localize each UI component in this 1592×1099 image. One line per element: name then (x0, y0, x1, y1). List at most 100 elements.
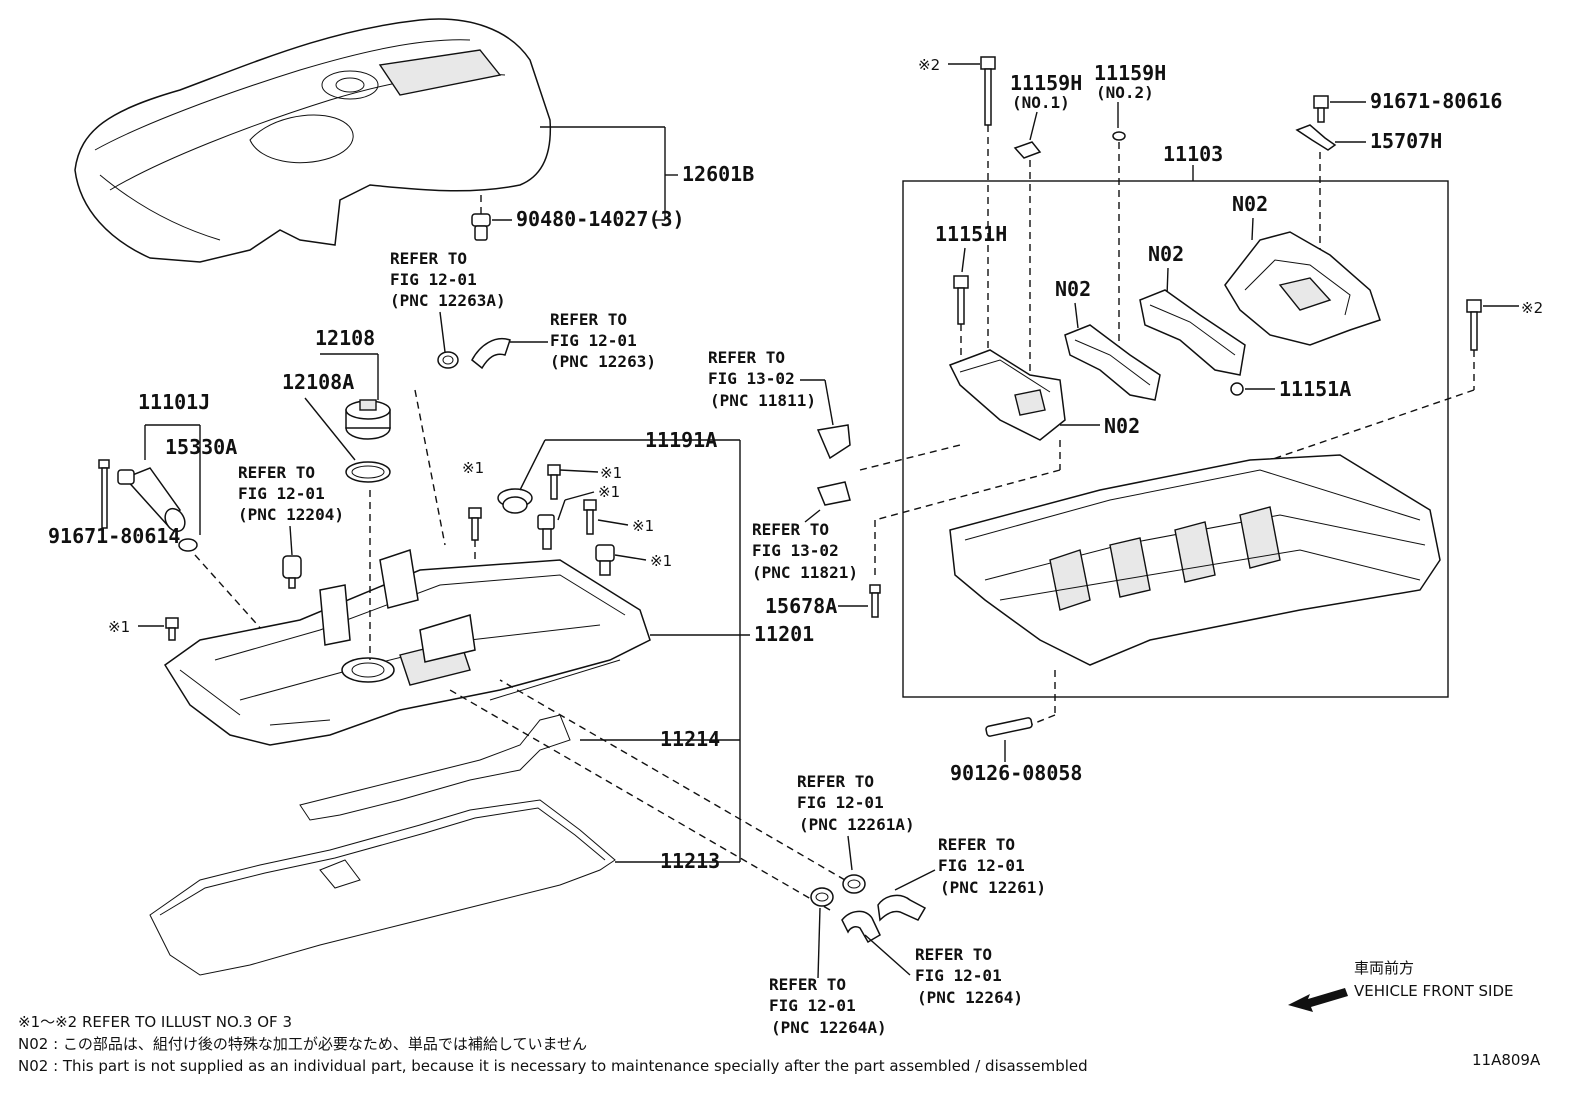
mark-1-b: ※1 (600, 464, 622, 482)
bearing-upper-icon (816, 424, 851, 460)
mark-1-c: ※1 (598, 483, 620, 501)
plug-15678a-icon (869, 584, 881, 618)
refer-12263-line1: REFER TO (550, 310, 627, 329)
refer-12264a-line3: (PNC 12264A) (771, 1018, 887, 1037)
gasket-11214-illustration (299, 714, 571, 821)
label-11159h-no1: 11159H (1010, 71, 1082, 95)
cylinder-head-cover-illustration (163, 549, 651, 746)
refer-12204-line1: REFER TO (238, 463, 315, 482)
mark-1-left: ※1 (108, 618, 130, 636)
mark-1-a: ※1 (462, 459, 484, 477)
note-ref-illust: ※1～※2 REFER TO ILLUST NO.3 OF 3 (18, 1013, 292, 1031)
mark-2-top: ※2 (918, 56, 940, 74)
hose-clamp-icon (842, 874, 866, 894)
bolt-icon (165, 617, 179, 641)
label-11214: 11214 (660, 727, 720, 751)
diagram-id: 11A809A (1472, 1051, 1541, 1069)
oil-filler-cap-icon (345, 399, 391, 440)
cap-gasket-icon (345, 461, 391, 483)
label-12108: 12108 (315, 326, 375, 350)
engine-cover-illustration (74, 18, 552, 263)
refer-12261-line3: (PNC 12261) (940, 878, 1046, 897)
bracket-15707h-icon (1295, 124, 1337, 151)
sensor-icon (282, 555, 302, 589)
cylinder-head-illustration (949, 454, 1441, 666)
label-11151a: 11151A (1279, 377, 1351, 401)
vehicle-front-en: VEHICLE FRONT SIDE (1354, 982, 1514, 1000)
label-15678a: 15678A (765, 594, 837, 618)
label-n02-b: N02 (1055, 277, 1091, 301)
assembly-box-11103 (902, 180, 1449, 698)
label-n02-d: N02 (1232, 192, 1268, 216)
hose-12261-icon (877, 894, 927, 922)
hose-clamp-icon (810, 887, 834, 907)
refer-12264a-line1: REFER TO (769, 975, 846, 994)
label-15330a: 15330A (165, 435, 237, 459)
label-n02-c: N02 (1148, 242, 1184, 266)
stud-bolt-91671-80614-icon (98, 459, 110, 529)
pcv-valve-icon (117, 467, 186, 533)
bolt-icon (1313, 95, 1329, 123)
refer-12261a-line3: (PNC 12261A) (799, 815, 915, 834)
grommet-icon (471, 213, 491, 241)
refer-11811-line2: FIG 13-02 (708, 369, 795, 388)
refer-11811-line1: REFER TO (708, 348, 785, 367)
note-n02-jp: N02 : この部品は、組付け後の特殊な加工が必要なため、単品では補給していませ… (18, 1035, 587, 1053)
refer-12263a-line2: FIG 12-01 (390, 270, 477, 289)
refer-12264a-line2: FIG 12-01 (769, 996, 856, 1015)
bearing-lower-icon (816, 481, 851, 506)
vehicle-front-jp: 車両前方 (1354, 959, 1414, 977)
pin-no1-icon (1013, 141, 1042, 159)
sensor-vvt-icon (595, 544, 615, 576)
refer-12261-line1: REFER TO (938, 835, 1015, 854)
refer-12204-line3: (PNC 12204) (238, 505, 344, 524)
label-11159h-no1-sub: (NO.1) (1012, 93, 1070, 112)
label-12601b: 12601B (682, 162, 754, 186)
refer-11811-line3: (PNC 11811) (710, 391, 816, 410)
camshaft-housing-illustration (948, 231, 1381, 441)
bolt-icon (468, 507, 482, 541)
hose-clamp-icon (437, 351, 459, 369)
refer-11821-line1: REFER TO (752, 520, 829, 539)
label-11191a: 11191A (645, 428, 717, 452)
refer-12263a-line3: (PNC 12263A) (390, 291, 506, 310)
label-11103: 11103 (1163, 142, 1223, 166)
refer-12264-line1: REFER TO (915, 945, 992, 964)
refer-12263-line2: FIG 12-01 (550, 331, 637, 350)
seal-11191a-icon (497, 488, 533, 514)
cam-sensor-icon (537, 514, 555, 550)
refer-11821-line2: FIG 13-02 (752, 541, 839, 560)
gasket-11213-illustration (149, 799, 616, 976)
o-ring-icon (178, 538, 198, 552)
front-arrow-icon (1288, 988, 1348, 1012)
label-15707h: 15707H (1370, 129, 1442, 153)
label-11159h-no2: 11159H (1094, 61, 1166, 85)
refer-12263a-line1: REFER TO (390, 249, 467, 268)
label-91671-80616: 91671-80616 (1370, 89, 1502, 113)
label-11213: 11213 (660, 849, 720, 873)
hose-12264-icon (841, 910, 881, 944)
label-90480-14027: 90480-14027(3) (516, 207, 685, 231)
bolt-icon (547, 464, 561, 500)
note-n02-en: N02 : This part is not supplied as an in… (18, 1057, 1088, 1075)
label-91671-80614: 91671-80614 (48, 524, 180, 548)
refer-11821-line3: (PNC 11821) (752, 563, 858, 582)
refer-12261a-line2: FIG 12-01 (797, 793, 884, 812)
refer-12204-line2: FIG 12-01 (238, 484, 325, 503)
stud-bolt-90126-icon (985, 717, 1033, 737)
refer-12261a-line1: REFER TO (797, 772, 874, 791)
long-bolt-icon (1466, 299, 1482, 351)
refer-12264-line2: FIG 12-01 (915, 966, 1002, 985)
bolt-icon (953, 275, 969, 325)
mark-2-right: ※2 (1521, 299, 1543, 317)
hose-icon (471, 338, 511, 370)
refer-12263-line3: (PNC 12263) (550, 352, 656, 371)
label-11159h-no2-sub: (NO.2) (1096, 83, 1154, 102)
long-bolt-icon (980, 56, 996, 126)
label-12108a: 12108A (282, 370, 354, 394)
label-11101j: 11101J (138, 390, 210, 414)
label-90126-08058: 90126-08058 (950, 761, 1082, 785)
pin-11151a-icon (1230, 382, 1244, 396)
